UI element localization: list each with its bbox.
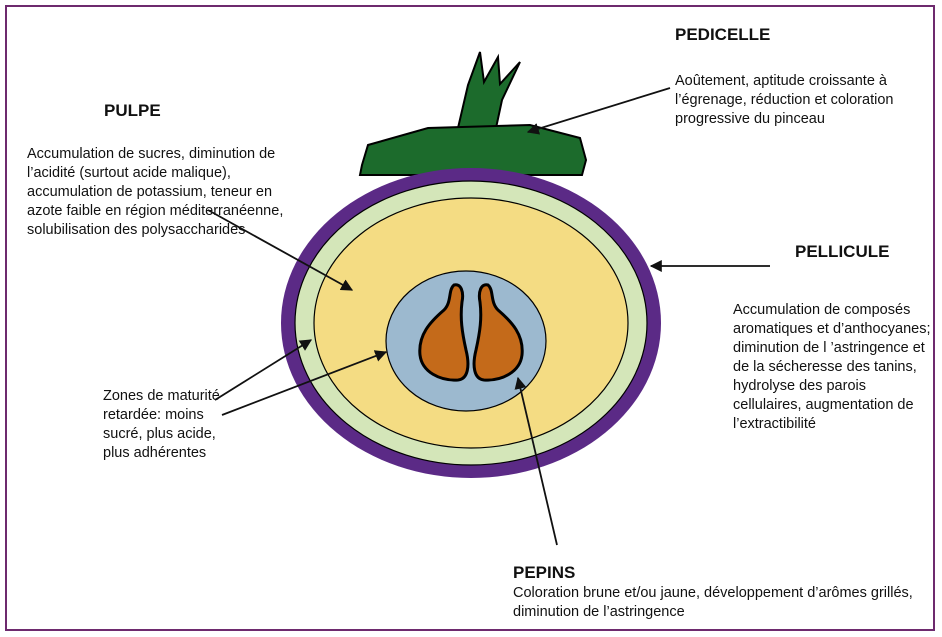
pedicel-cap <box>360 125 586 175</box>
pulpe-title: PULPE <box>104 101 161 121</box>
pellicule-description: Accumulation de composés aromatiques et … <box>733 301 938 434</box>
pellicule-title: PELLICULE <box>795 242 889 262</box>
zones-retardees-description: Zones de maturité retardée: moins sucré,… <box>103 387 233 463</box>
pepins-title: PEPINS <box>513 563 575 583</box>
pedicelle-description: Aoûtement, aptitude croissante à l’égren… <box>675 72 905 129</box>
pepins-description: Coloration brune et/ou jaune, développem… <box>513 584 933 622</box>
arrow-pedicelle <box>528 88 670 132</box>
pedicelle-title: PEDICELLE <box>675 25 770 45</box>
pulpe-description: Accumulation de sucres, diminution de l’… <box>27 145 289 240</box>
stem-tip <box>458 52 520 128</box>
